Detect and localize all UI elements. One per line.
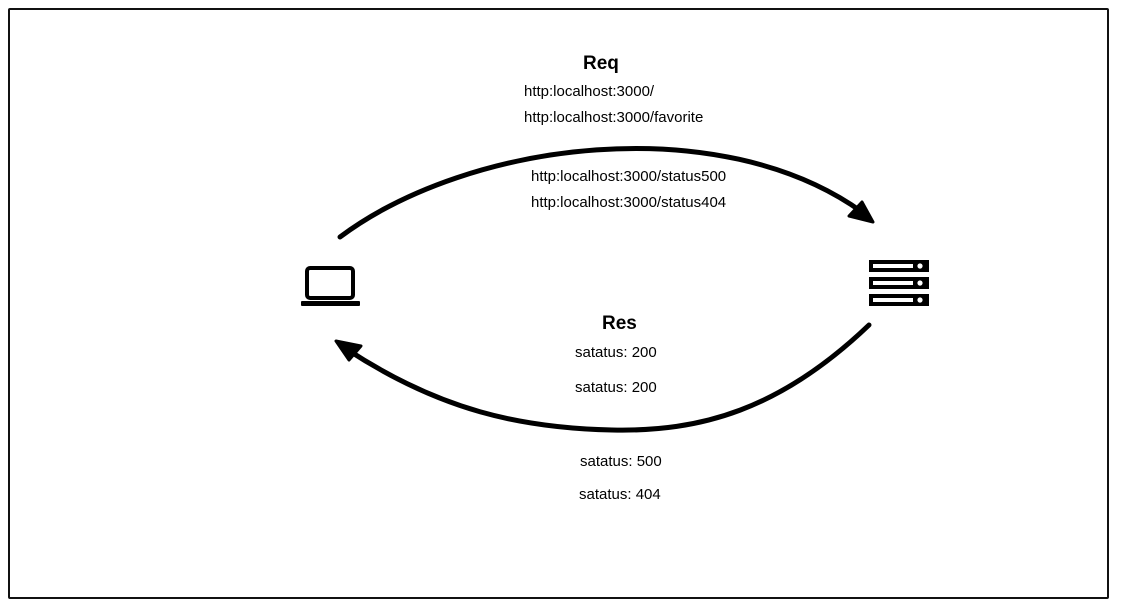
response-status: satatus: 500 <box>580 453 662 470</box>
request-url: http:localhost:3000/ <box>524 83 655 100</box>
response-status: satatus: 404 <box>579 486 661 503</box>
request-arrowhead <box>847 200 875 224</box>
response-status: satatus: 200 <box>575 379 657 396</box>
diagram-frame <box>8 8 1109 599</box>
request-heading: Req <box>583 53 619 74</box>
response-status: satatus: 200 <box>575 344 657 361</box>
laptop-icon <box>301 266 360 306</box>
response-arrow <box>345 322 872 433</box>
response-heading: Res <box>602 313 637 334</box>
request-arrow <box>337 145 865 240</box>
request-url: http:localhost:3000/status404 <box>531 194 727 211</box>
server-icon <box>869 260 929 306</box>
request-url: http:localhost:3000/favorite <box>524 109 704 126</box>
response-arrowhead <box>334 339 363 362</box>
request-url: http:localhost:3000/status500 <box>531 168 727 185</box>
